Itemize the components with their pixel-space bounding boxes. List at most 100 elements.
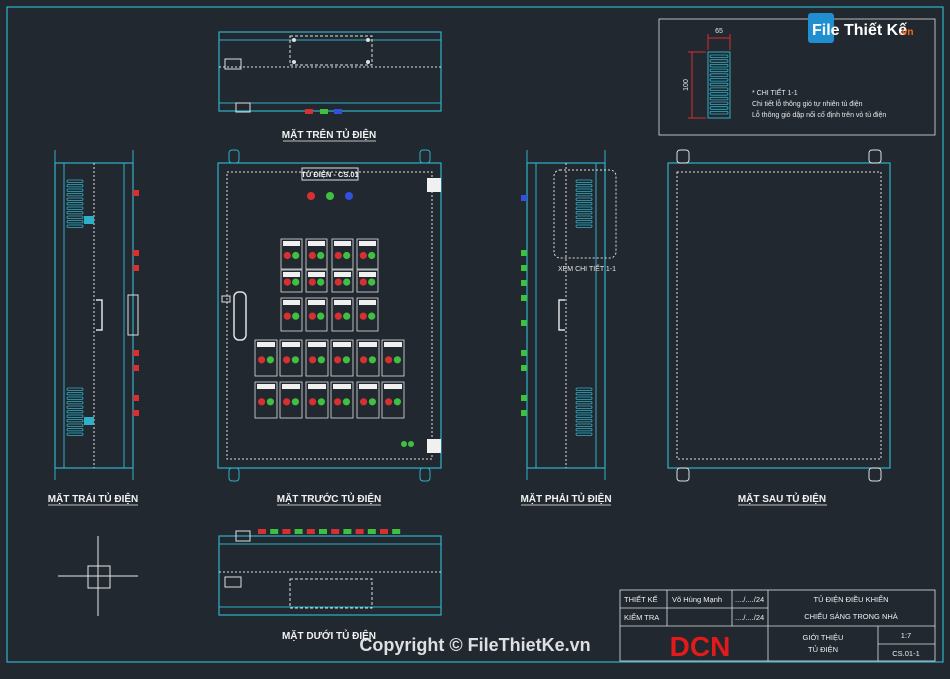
sheet-title-line1: GIỚI THIỆU (803, 633, 844, 642)
top-view-title: MẶT TRÊN TỦ ĐIỆN (282, 128, 376, 141)
checker-label: KIỂM TRA (624, 613, 659, 622)
louver-slot (66, 220, 84, 224)
detail-width-dim: 65 (715, 28, 723, 35)
svg-text:File Thiết Kế: File Thiết Kế (812, 22, 907, 39)
project-title-line2: CHIẾU SÁNG TRONG NHÀ (804, 611, 898, 621)
panel-device (330, 381, 354, 419)
louver-slot (66, 197, 84, 201)
louver-slot (575, 392, 593, 396)
louver-slot (709, 64, 729, 68)
louver-slot (575, 202, 593, 206)
indicator-led (294, 529, 303, 534)
side-indicator (133, 265, 139, 271)
side-indicator (521, 365, 527, 371)
louver-slot (66, 224, 84, 228)
panel-device (331, 297, 354, 332)
nameplate-label: TỦ ĐIỆN - CS.01 (301, 170, 359, 179)
indicator-led (270, 529, 279, 534)
side-indicator (133, 410, 139, 416)
title-block (619, 589, 936, 662)
louver-slot (66, 193, 84, 197)
louver-slot (575, 428, 593, 432)
louver-slot (709, 59, 729, 63)
side-indicator (133, 395, 139, 401)
panel-device (305, 238, 328, 270)
panel-device (356, 297, 379, 332)
louver-slot (66, 414, 84, 418)
louver-slot (66, 419, 84, 423)
louver-slot (575, 410, 593, 414)
louver-slot (709, 92, 729, 96)
louver-slot (66, 215, 84, 219)
louver-slot (575, 211, 593, 215)
panel-device (381, 339, 405, 377)
sheet-title-line2: TỦ ĐIỆN (808, 645, 838, 654)
detail-box (658, 18, 936, 136)
panel-device (356, 339, 380, 377)
bottom-view (218, 529, 442, 616)
louver-slot (709, 106, 729, 110)
ucs-crosshair (58, 536, 138, 616)
louver-slot (66, 206, 84, 210)
louver-slot (66, 387, 84, 391)
left-view-title: MẶT TRÁI TỦ ĐIỆN (48, 492, 139, 505)
side-indicator (521, 410, 527, 416)
scale-value: 1:7 (901, 631, 911, 640)
indicator-led (306, 529, 315, 534)
indicator-led (380, 529, 388, 534)
panel-device (254, 339, 278, 377)
louver-slot (575, 220, 593, 224)
louver-slot (66, 211, 84, 215)
site-logo: File Thiết Kế .vn (808, 13, 913, 43)
indicator-led (367, 529, 376, 534)
louver-slot (66, 432, 84, 436)
louver-slot (575, 184, 593, 188)
top-view (218, 31, 442, 114)
detail-callout (553, 169, 617, 259)
panel-device (331, 269, 354, 293)
designer-date: ..../..../24 (735, 595, 764, 604)
indicator-led (282, 529, 291, 534)
designer-name: Võ Hùng Mạnh (672, 595, 722, 604)
detail-note-line1: Chi tiết lỗ thông gió tự nhiên tủ điện (752, 99, 863, 108)
louver-slot (66, 423, 84, 427)
right-view (521, 150, 617, 480)
louver-slot (575, 188, 593, 192)
side-indicator (133, 365, 139, 371)
panel-device (356, 238, 379, 270)
indicator-led (355, 529, 364, 534)
louver-slot (575, 193, 593, 197)
louver-slot (709, 78, 729, 82)
louver-slot (66, 428, 84, 432)
detail-reference: XEM CHI TIẾT 1-1 (558, 263, 616, 273)
front-view (217, 149, 442, 482)
louver-slot (575, 224, 593, 228)
side-indicator (133, 250, 139, 256)
louver-slot (575, 215, 593, 219)
louver-slot (709, 54, 729, 58)
bottom-view-title: MẶT DƯỚI TỦ ĐIỆN (282, 629, 376, 642)
panel-device (356, 269, 379, 293)
side-indicator (521, 395, 527, 401)
designer-label: THIẾT KẾ (624, 594, 658, 604)
copyright-watermark: Copyright © FileThietKe.vn (359, 635, 590, 655)
louver-slot (709, 101, 729, 105)
panel-device (305, 381, 329, 419)
detail-height-dim: 100 (683, 79, 690, 91)
louver-slot (575, 405, 593, 409)
louver-slot (575, 432, 593, 436)
indicator-led (392, 529, 401, 534)
panel-device (331, 238, 354, 270)
louver-slot (575, 423, 593, 427)
panel-device (279, 381, 303, 419)
louver-slot (66, 188, 84, 192)
side-indicator (521, 295, 527, 301)
louver-slot (575, 179, 593, 183)
indicator-led (319, 529, 327, 534)
back-view-title: MẶT SAU TỦ ĐIỆN (738, 492, 826, 505)
side-indicator (521, 320, 527, 326)
checker-date: ..../..../24 (735, 613, 764, 622)
panel-device (254, 381, 278, 419)
louver-slot (709, 87, 729, 91)
